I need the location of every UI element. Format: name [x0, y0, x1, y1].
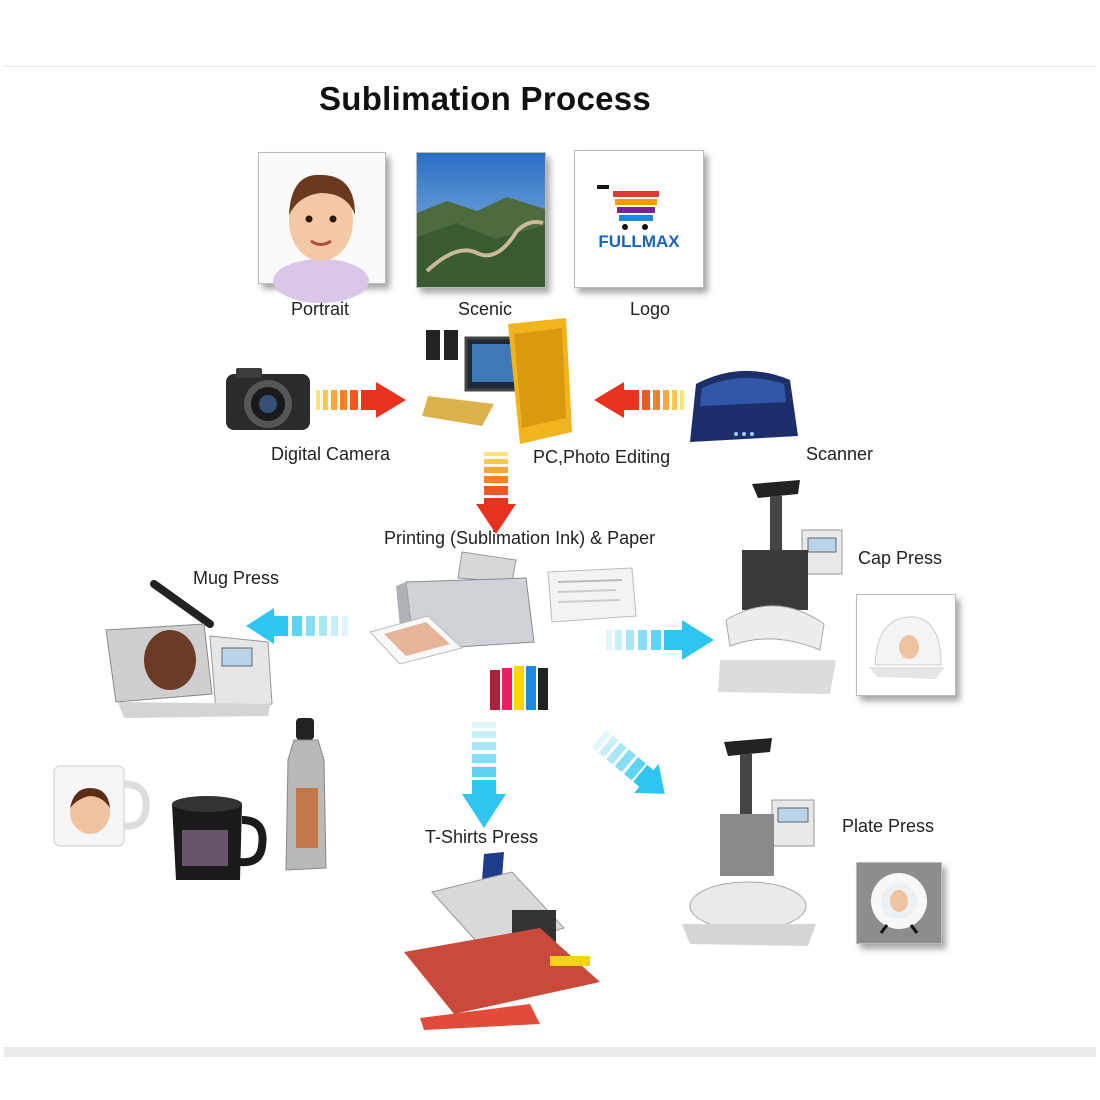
portrait-photo: [258, 152, 386, 303]
water-bottle-icon: [285, 718, 327, 871]
white-mug-icon: [53, 765, 150, 847]
scanner-label: Scanner: [806, 444, 874, 464]
ink-tanks-icon: [490, 666, 548, 710]
arrow-to-cap-press: [606, 620, 714, 660]
logo-image: FULLMAX: [574, 150, 704, 288]
paper-icon: [547, 567, 637, 623]
printing-label: Printing (Sublimation Ink) & Paper: [384, 528, 656, 548]
cap-press-icon: [718, 480, 843, 694]
plate-press-label: Plate Press: [842, 816, 935, 836]
scenic-photo: [416, 152, 546, 288]
pc-icon: [422, 318, 572, 444]
tshirt-press-icon: [404, 852, 600, 1030]
pc-label: PC,Photo Editing: [533, 447, 671, 467]
plate-press-icon: [682, 738, 816, 946]
mug-press-icon: [105, 580, 273, 718]
scanner-icon: [690, 370, 798, 442]
cap-photo: [856, 594, 956, 696]
cap-press-label: Cap Press: [858, 548, 943, 568]
printer-icon: [369, 551, 535, 665]
arrow-camera-to-pc: [316, 382, 406, 418]
arrow-scanner-to-pc: [594, 382, 684, 418]
camera-icon: [226, 368, 310, 430]
arrow-to-tshirt-press: [462, 722, 506, 828]
arrow-pc-to-printer: [476, 452, 516, 534]
svg-text:FULLMAX: FULLMAX: [598, 232, 680, 251]
diagram-title: Sublimation Process: [318, 80, 652, 117]
arrow-to-mug-press: [246, 608, 348, 644]
logo-label: Logo: [630, 299, 671, 319]
black-mug-icon: [172, 796, 267, 880]
arrow-to-plate-press: [591, 730, 665, 794]
scenic-label: Scenic: [458, 299, 513, 319]
mug-press-label: Mug Press: [193, 568, 280, 588]
camera-label: Digital Camera: [271, 444, 391, 464]
portrait-label: Portrait: [291, 299, 350, 319]
tshirt-press-label: T-Shirts Press: [425, 827, 539, 847]
plate-photo: [856, 862, 942, 944]
